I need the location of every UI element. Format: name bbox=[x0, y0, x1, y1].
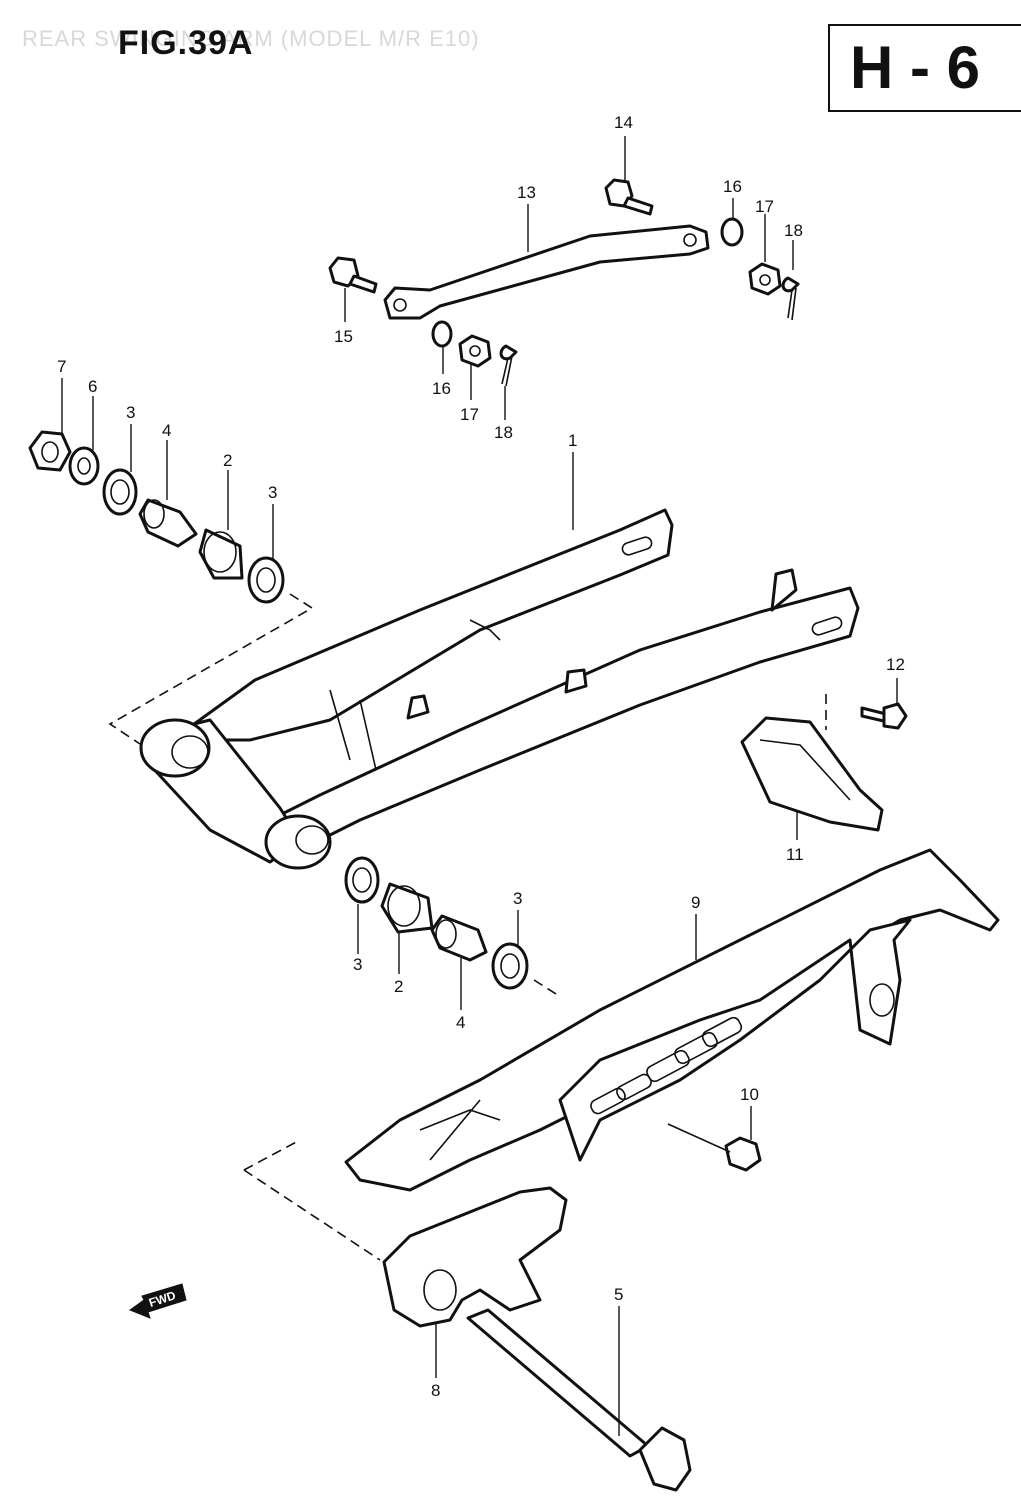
figure-label: FIG.39A bbox=[118, 24, 254, 62]
callout-1: 1 bbox=[568, 431, 577, 450]
nut-17-lower bbox=[458, 334, 492, 368]
cotter-pin-18-lower bbox=[499, 344, 518, 387]
chain-adjuster-8 bbox=[382, 1186, 568, 1328]
bearing-3-upper-b bbox=[247, 556, 285, 604]
lower-pivot-guide-line bbox=[533, 979, 557, 995]
faded-title: REAR SWINGING ARM (MODEL M/R E10) bbox=[22, 26, 480, 51]
callout-16-upper: 16 bbox=[723, 177, 742, 196]
callout-4-upper: 4 bbox=[162, 421, 171, 440]
callout-9: 9 bbox=[691, 893, 700, 912]
bearing-3-upper-a bbox=[102, 468, 138, 516]
bolt-14 bbox=[604, 178, 654, 216]
swing-arm-1 bbox=[139, 508, 860, 870]
callout-15: 15 bbox=[334, 327, 353, 346]
bolt-15 bbox=[328, 256, 378, 294]
callout-10: 10 bbox=[740, 1085, 759, 1104]
bolt-12 bbox=[860, 702, 908, 730]
chain-case-9 bbox=[344, 848, 1000, 1192]
callout-16-lower: 16 bbox=[432, 379, 451, 398]
callout-2-lower: 2 bbox=[394, 977, 403, 996]
callout-12: 12 bbox=[886, 655, 905, 674]
callout-18-upper: 18 bbox=[784, 221, 803, 240]
washer-16-upper bbox=[720, 217, 744, 247]
callout-7: 7 bbox=[57, 357, 66, 376]
callout-4-lower: 4 bbox=[456, 1013, 465, 1032]
callout-3-lower-a: 3 bbox=[353, 955, 362, 974]
adjuster-guide-line bbox=[243, 1139, 381, 1261]
callout-17-lower: 17 bbox=[460, 405, 479, 424]
spacer-4-upper bbox=[138, 498, 198, 548]
bushing-2-upper bbox=[198, 528, 244, 580]
callout-18-lower: 18 bbox=[494, 423, 513, 442]
callout-3-upper-a: 3 bbox=[126, 403, 135, 422]
washer-16-lower bbox=[431, 320, 453, 348]
cotter-pin-18-upper bbox=[781, 276, 800, 321]
callout-11: 11 bbox=[786, 845, 804, 864]
bearing-3-lower-a bbox=[344, 856, 380, 904]
callout-8: 8 bbox=[431, 1381, 440, 1400]
washer-6 bbox=[68, 446, 100, 486]
bearing-3-lower-b bbox=[491, 942, 529, 990]
callout-14: 14 bbox=[614, 113, 633, 132]
callouts: 14 13 16 17 18 15 16 17 18 7 6 3 4 2 3 1… bbox=[57, 113, 905, 1400]
spacer-4-lower bbox=[430, 914, 488, 962]
callout-3-upper-b: 3 bbox=[268, 483, 277, 502]
bushing-2-lower bbox=[380, 882, 434, 934]
axle-5 bbox=[466, 1308, 692, 1492]
bolt-10 bbox=[667, 1123, 762, 1172]
section-code-box: H - 6 bbox=[828, 24, 1021, 112]
torque-link-13 bbox=[383, 224, 710, 320]
callout-5: 5 bbox=[614, 1285, 623, 1304]
leader-lines bbox=[61, 136, 898, 1436]
nut-7 bbox=[28, 430, 72, 472]
callout-17-upper: 17 bbox=[755, 197, 774, 216]
fwd-arrow-icon: FWD bbox=[128, 1283, 187, 1319]
upper-pivot-guide-line bbox=[108, 593, 314, 745]
callout-6: 6 bbox=[88, 377, 97, 396]
chain-guard-11 bbox=[740, 716, 884, 832]
nut-17-upper bbox=[748, 262, 782, 296]
callout-2-upper: 2 bbox=[223, 451, 232, 470]
callout-3-lower-b: 3 bbox=[513, 889, 522, 908]
callout-13: 13 bbox=[517, 183, 536, 202]
